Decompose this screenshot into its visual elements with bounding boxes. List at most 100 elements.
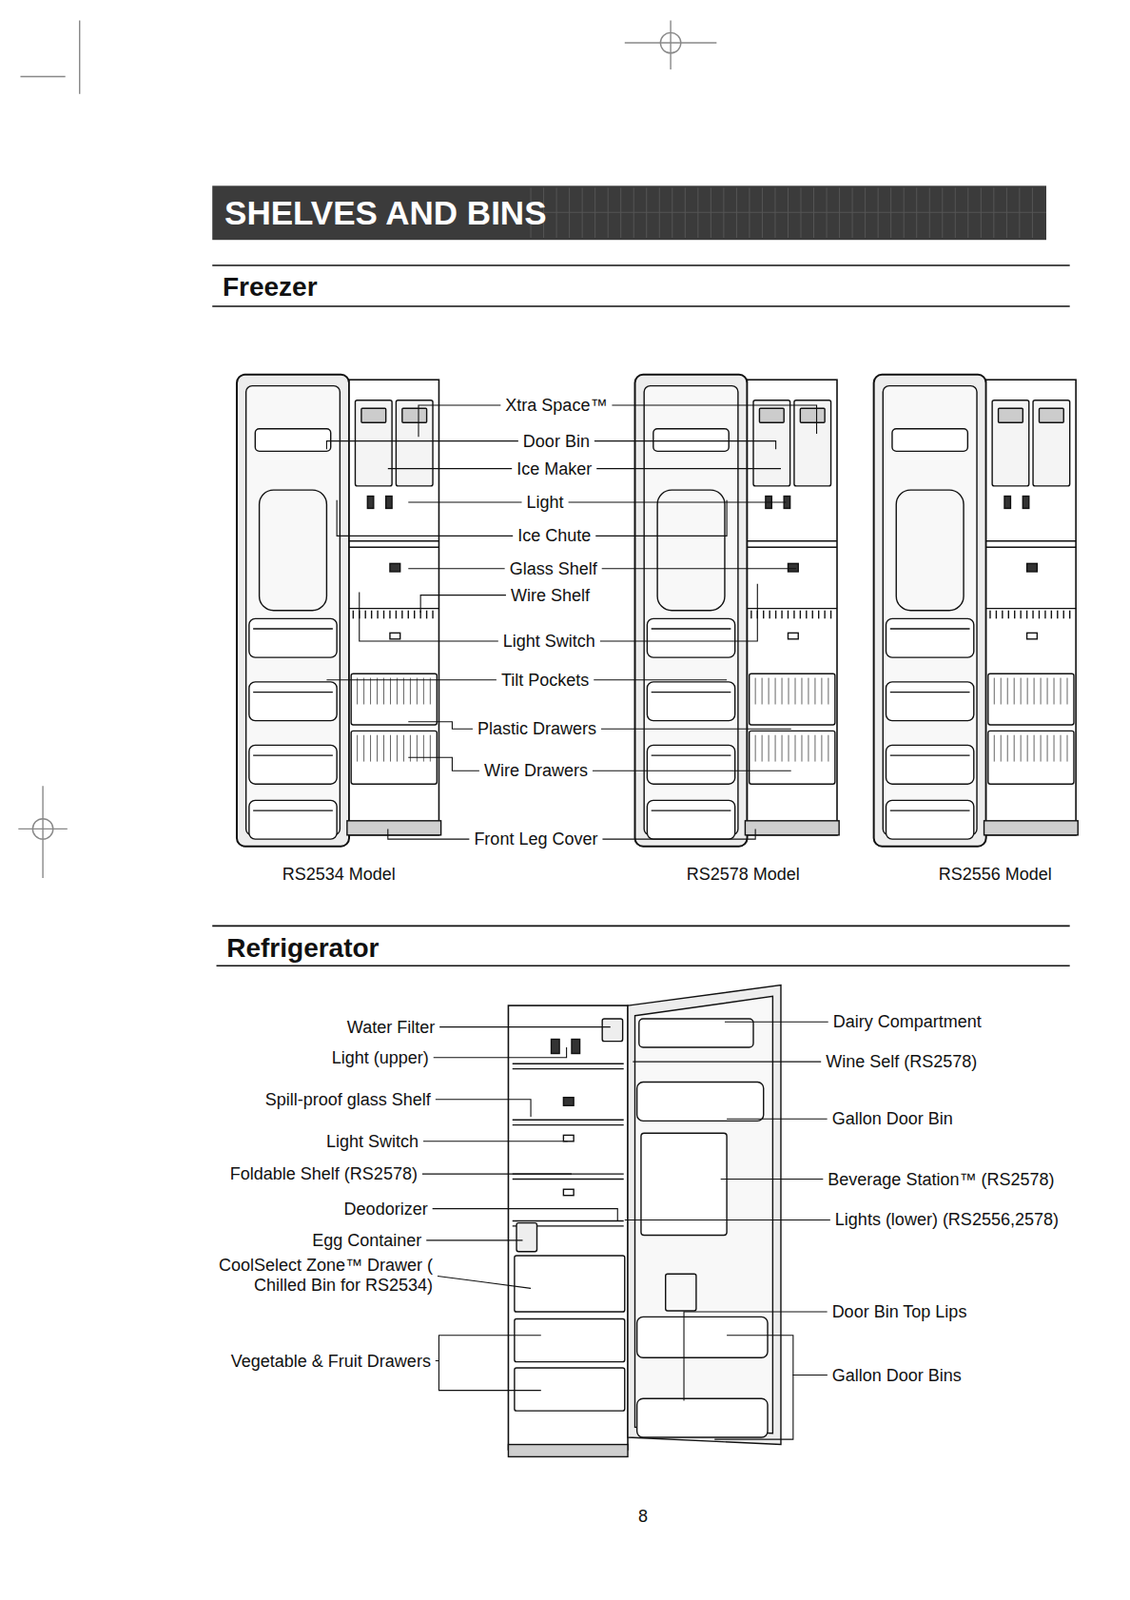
pocket-lip [890, 809, 971, 811]
refrigerator-illustration [507, 985, 781, 1458]
drawer-hatch [807, 735, 809, 762]
drawing [18, 19, 1078, 1457]
ice-maker [354, 400, 392, 487]
leader-line [726, 1335, 828, 1376]
drawer-hatch [1013, 678, 1015, 705]
band-pattern [620, 187, 622, 238]
grille [998, 408, 1024, 423]
band-pattern [633, 187, 635, 238]
gallon-door-bin [637, 1082, 764, 1122]
wire-shelf [364, 610, 366, 620]
crop-mark [660, 32, 681, 53]
vegetable-drawer [514, 1319, 625, 1363]
freezer-cabinet [986, 379, 1076, 836]
part-label: Gallon Door Bins [832, 1364, 962, 1385]
band-pattern [645, 187, 647, 238]
wire-shelf [426, 610, 428, 620]
wire-shelf [818, 610, 819, 620]
drawer-hatch [383, 735, 385, 762]
tilt-pocket [646, 744, 735, 784]
wire-shelf [986, 607, 1076, 609]
ice-maker [794, 400, 832, 487]
light-switch [787, 632, 799, 639]
drawer-hatch [1067, 678, 1069, 705]
leader-line [408, 567, 505, 569]
wire-shelf [793, 610, 795, 620]
tilt-pocket [886, 618, 975, 658]
drawer-hatch [396, 678, 398, 705]
band-pattern [761, 187, 763, 238]
tilt-pocket [646, 681, 735, 721]
leader-line [439, 1026, 611, 1028]
band-pattern [941, 187, 943, 238]
leader-line [326, 679, 496, 681]
wire-shelf [775, 610, 777, 620]
leader-line [437, 1275, 531, 1288]
door-panel [882, 386, 977, 836]
leader-line [336, 500, 513, 537]
leader-line [435, 1361, 542, 1391]
drawer-hatch [775, 678, 777, 705]
drawer-hatch [1027, 735, 1029, 762]
band-pattern [556, 187, 558, 238]
band-pattern [929, 187, 931, 238]
wire-shelf [780, 610, 782, 620]
wire-shelf [995, 610, 997, 620]
wire-shelf [787, 610, 789, 620]
drawer-hatch [416, 678, 418, 705]
drawer-hatch [1053, 735, 1055, 762]
leader-line [600, 584, 758, 642]
part-label: Wire Drawers [484, 760, 588, 781]
caption-text: 8 [638, 1505, 648, 1526]
wire-shelf [830, 610, 832, 620]
shelf [512, 1068, 624, 1070]
leader-line [611, 405, 817, 434]
drawer-hatch [383, 678, 385, 705]
wire-shelf [431, 610, 433, 620]
drawer-hatch [403, 678, 405, 705]
drawer-hatch [781, 678, 783, 705]
light-switch [1027, 632, 1038, 639]
glass-shelf [349, 540, 439, 542]
pocket-lip [890, 691, 971, 693]
drawer-hatch [1013, 735, 1015, 762]
ice-chute [1022, 496, 1029, 509]
wire-shelf [389, 610, 390, 620]
leader-line [594, 441, 777, 450]
leader-line [624, 1219, 831, 1221]
drawer-hatch [820, 678, 822, 705]
crop-mark [41, 785, 43, 878]
part-label: Light [526, 492, 565, 513]
drawer-hatch [827, 735, 829, 762]
front-leg-cover [984, 820, 1079, 836]
wire-shelf [768, 610, 770, 620]
band-pattern [826, 187, 828, 238]
page-heading: SHELVES AND BINS [224, 194, 546, 233]
glass-shelf [986, 540, 1076, 542]
section-rule [216, 964, 1071, 967]
drawer-hatch [993, 678, 995, 705]
section-rule [212, 925, 1070, 928]
wire-shelf [408, 610, 410, 620]
drawer-hatch [1060, 735, 1062, 762]
wire-shelf [1056, 610, 1058, 620]
fridge-door [627, 985, 781, 1445]
band-pattern [915, 187, 917, 238]
pocket-lip [253, 809, 333, 811]
door-panel [246, 386, 341, 836]
leader-line [426, 1239, 523, 1241]
drawer-hatch [363, 678, 365, 705]
part-label: Lights (lower) (RS2556,2578) [835, 1209, 1059, 1230]
drawer-hatch [429, 678, 431, 705]
glass-shelf [986, 546, 1076, 548]
band-pattern [568, 187, 570, 238]
drawer-hatch [814, 678, 816, 705]
drawer-hatch [761, 735, 763, 762]
part-label: Dairy Compartment [833, 1012, 982, 1033]
leader-line [568, 501, 787, 503]
tilt-pocket [886, 681, 975, 721]
part-label: Light (upper) [331, 1047, 429, 1068]
tilt-pocket [249, 681, 337, 721]
band-pattern [838, 187, 840, 238]
